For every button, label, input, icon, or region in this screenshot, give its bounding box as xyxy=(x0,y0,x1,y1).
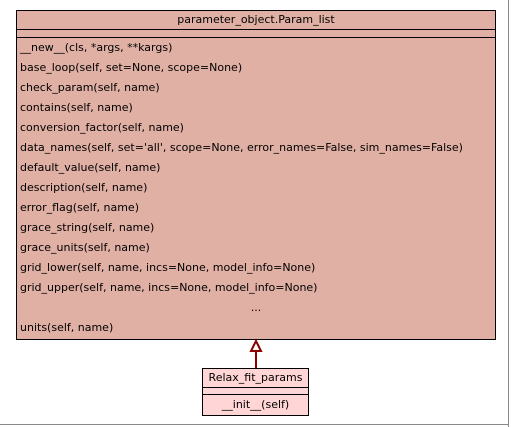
child-methods-compartment: __init__(self) xyxy=(203,395,308,415)
method-grid-lower[interactable]: grid_lower(self, name, incs=None, model_… xyxy=(20,261,316,274)
methods-ellipsis: ... xyxy=(250,301,262,314)
method-conversion-factor[interactable]: conversion_factor(self, name) xyxy=(20,121,184,134)
frame-bottom-edge xyxy=(0,424,509,425)
class-name-relax-fit-params: Relax_fit_params xyxy=(208,371,303,384)
class-box-relax-fit-params[interactable]: Relax_fit_params __init__(self) xyxy=(202,368,309,416)
method-grace-units[interactable]: grace_units(self, name) xyxy=(20,241,150,254)
method-default-value[interactable]: default_value(self, name) xyxy=(20,161,161,174)
inheritance-arrowhead-icon xyxy=(249,338,263,352)
frame-right-edge xyxy=(508,0,509,427)
method-new[interactable]: __new__(cls, *args, **kargs) xyxy=(20,41,173,54)
class-name-separator xyxy=(17,29,495,30)
method-description[interactable]: description(self, name) xyxy=(20,181,148,194)
method-units[interactable]: units(self, name) xyxy=(20,321,114,334)
attributes-separator xyxy=(17,37,495,38)
methods-compartment: __new__(cls, *args, **kargs) base_loop(s… xyxy=(17,38,495,338)
method-grid-upper[interactable]: grid_upper(self, name, incs=None, model_… xyxy=(20,281,318,294)
method-grace-string[interactable]: grace_string(self, name) xyxy=(20,221,155,234)
method-check-param[interactable]: check_param(self, name) xyxy=(20,81,160,94)
child-name-separator xyxy=(203,387,308,388)
class-name-param-list: parameter_object.Param_list xyxy=(177,13,335,26)
child-attributes-separator xyxy=(203,394,308,395)
method-data-names[interactable]: data_names(self, set='all', scope=None, … xyxy=(20,141,463,154)
class-box-param-list[interactable]: parameter_object.Param_list __new__(cls,… xyxy=(16,10,496,340)
method-init[interactable]: __init__(self) xyxy=(221,398,290,411)
method-error-flag[interactable]: error_flag(self, name) xyxy=(20,201,139,214)
method-contains[interactable]: contains(self, name) xyxy=(20,101,133,114)
method-base-loop[interactable]: base_loop(self, set=None, scope=None) xyxy=(20,61,243,74)
